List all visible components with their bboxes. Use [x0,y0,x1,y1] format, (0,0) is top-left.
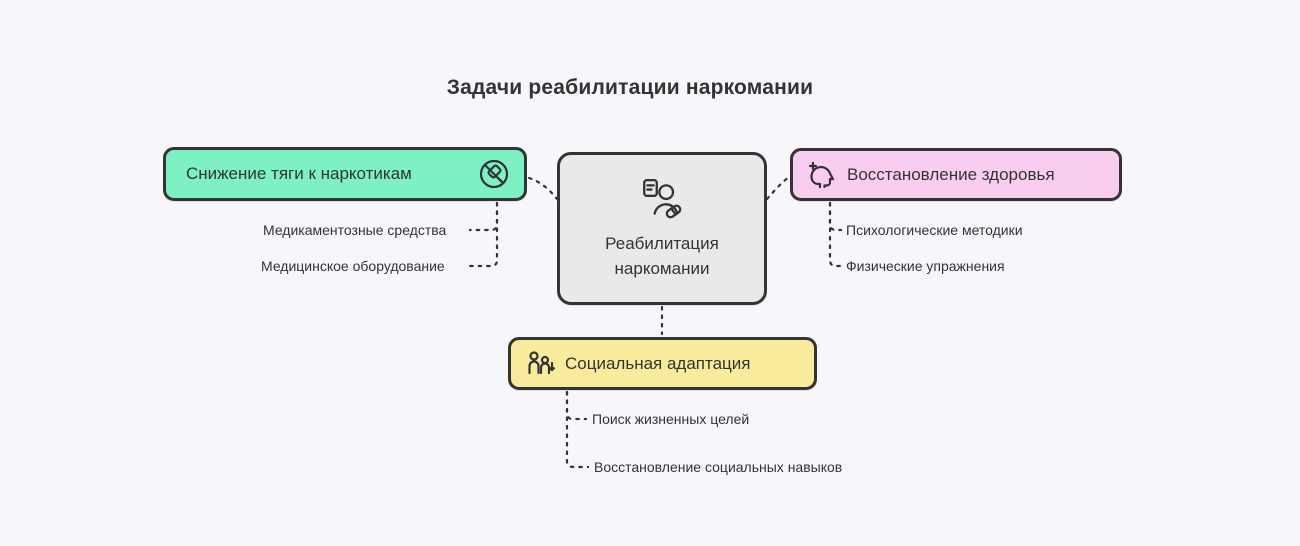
branch-child-item: Психологические методики [846,222,1023,238]
branch-child-item: Медикаментозные средства [263,222,447,238]
branch-child-item: Физические упражнения [846,258,1005,274]
connector-center-left [527,176,559,201]
connector-left-child-2 [466,201,499,268]
family-icon [525,349,555,379]
connector-bottom-child-2 [565,390,590,469]
center-label-line1: Реабилитация [605,233,719,253]
diagram-title: Задачи реабилитации наркомании [446,76,814,99]
node-social-adaptation: Социальная адаптация [508,337,817,390]
connector-right-child-1 [828,201,843,232]
connector-right-child-2 [828,201,843,268]
node-reduce-craving: Снижение тяги к наркотикам [163,147,527,201]
center-label-line2: наркомании [614,258,710,278]
node-label: Социальная адаптация [565,353,751,373]
branch-child-item: Поиск жизненных целей [592,411,750,427]
no-drugs-icon [478,158,510,190]
connector-bottom-child-1 [565,390,588,421]
connector-left-child-1 [468,201,499,232]
connector-center-right [765,175,791,201]
node-health-recovery: Восстановление здоровья [790,148,1122,201]
node-label: Снижение тяги к наркотикам [186,164,412,183]
mental-health-icon [807,160,837,190]
branch-child-item: Медицинское оборудование [261,258,445,274]
node-rehab-center: Реабилитация наркомании [557,152,767,305]
node-label: Восстановление здоровья [847,164,1055,184]
rehab-person-document-pill-icon [639,177,685,223]
branch-child-item: Восстановление социальных навыков [594,459,843,475]
